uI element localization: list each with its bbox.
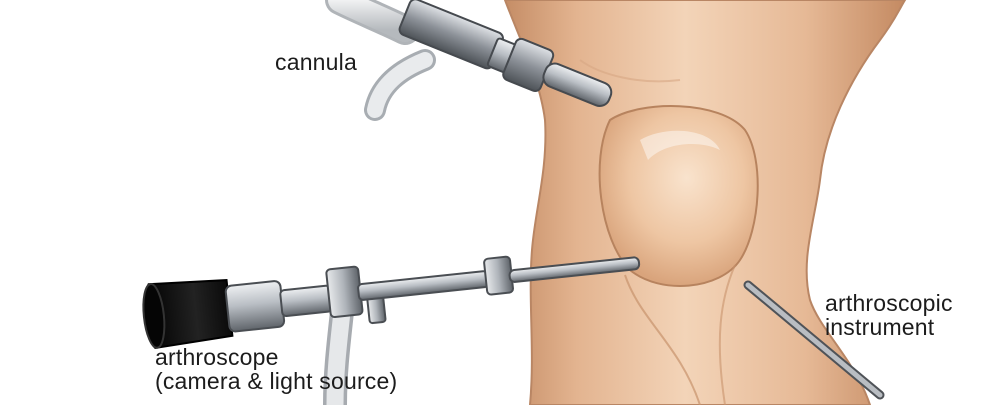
camera-body (225, 281, 285, 332)
arthroscope-label: arthroscope (camera & light source) (155, 345, 397, 393)
scope-neck (280, 285, 332, 316)
scope-shaft-1 (358, 271, 489, 301)
knee (505, 0, 905, 405)
cannula-label-text: cannula (275, 50, 357, 74)
instrument-label: arthroscopic instrument (825, 291, 953, 339)
instrument-label-line1: arthroscopic (825, 291, 953, 315)
cannula-hose-top-inner (340, 0, 405, 30)
arthroscope-label-line1: arthroscope (155, 345, 397, 369)
instrument-label-line2: instrument (825, 315, 953, 339)
cannula-label: cannula (275, 50, 357, 74)
arthroscope-label-line2: (camera & light source) (155, 369, 397, 393)
light-post-block (326, 266, 363, 317)
